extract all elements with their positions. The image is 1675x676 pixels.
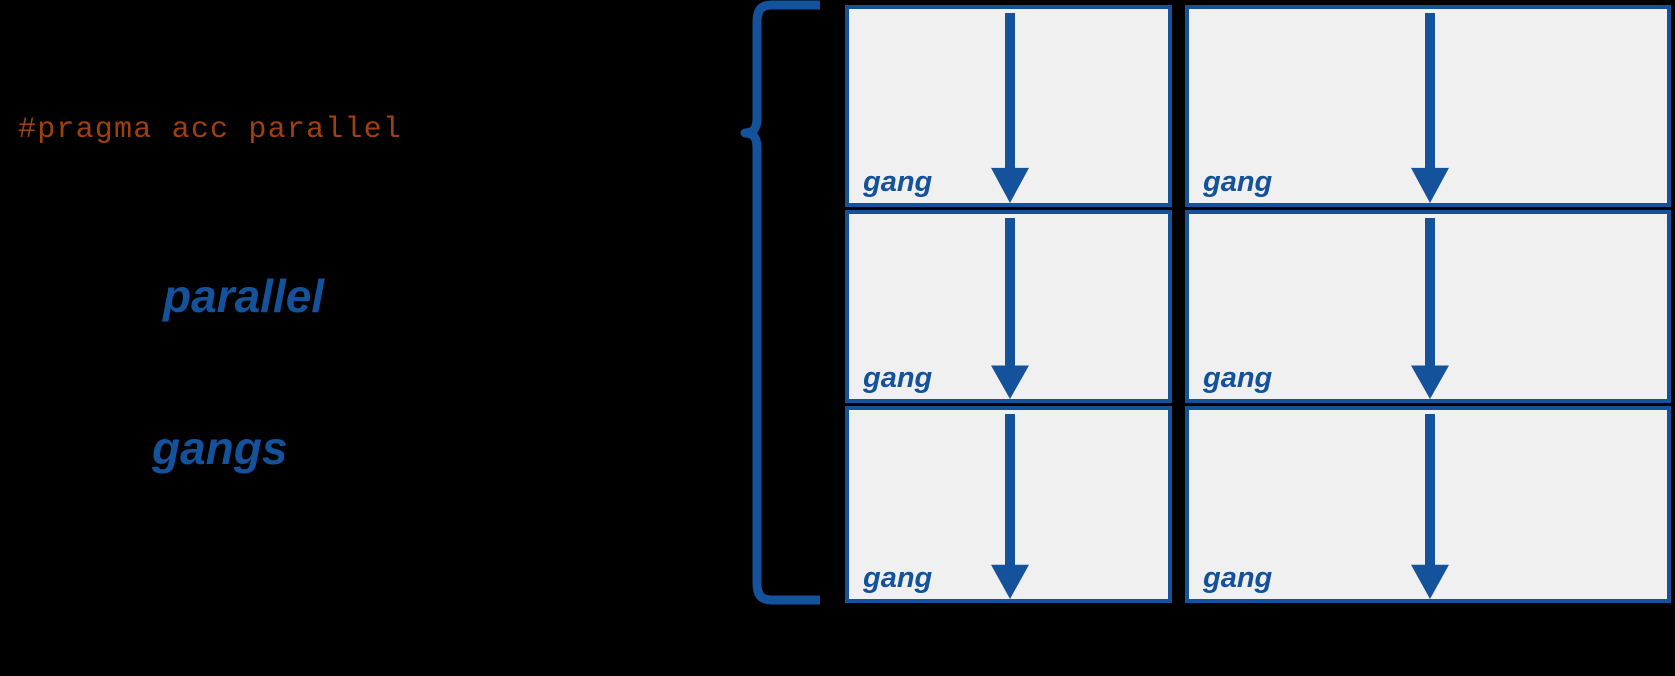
- grid-gap-horizontal: [845, 403, 1172, 406]
- grid-gap-corner: [1172, 403, 1185, 406]
- down-arrow-icon: [1409, 218, 1451, 399]
- gang-label: gang: [1203, 561, 1273, 594]
- down-arrow-icon: [1409, 13, 1451, 203]
- down-arrow-icon: [989, 13, 1031, 203]
- gang-box[interactable]: gang: [845, 406, 1172, 603]
- grid-gap-horizontal: [1185, 207, 1671, 210]
- annotation-parallel: parallel: [163, 270, 325, 322]
- gang-box[interactable]: gang: [1185, 210, 1671, 403]
- gang-label: gang: [863, 361, 933, 394]
- pragma-directive-text: #pragma acc parallel: [18, 113, 403, 147]
- grid-gap-vertical: [1172, 406, 1185, 603]
- gang-box[interactable]: gang: [845, 210, 1172, 403]
- gang-label: gang: [1203, 165, 1273, 198]
- gang-label: gang: [863, 561, 933, 594]
- annotation-gangs: gangs: [152, 422, 288, 474]
- down-arrow-icon: [1409, 414, 1451, 599]
- gang-label: gang: [863, 165, 933, 198]
- grid-gap-corner: [1172, 207, 1185, 210]
- gang-box[interactable]: gang: [1185, 5, 1671, 207]
- grid-gap-horizontal: [845, 207, 1172, 210]
- grid-gap-vertical: [1172, 5, 1185, 207]
- left-curly-brace-icon: [740, 0, 820, 605]
- gang-box[interactable]: gang: [845, 5, 1172, 207]
- down-arrow-icon: [989, 414, 1031, 599]
- gang-box[interactable]: gang: [1185, 406, 1671, 603]
- down-arrow-icon: [989, 218, 1031, 399]
- gang-grid: gang gang gang: [845, 5, 1671, 603]
- grid-gap-vertical: [1172, 210, 1185, 403]
- gang-label: gang: [1203, 361, 1273, 394]
- grid-gap-horizontal: [1185, 403, 1671, 406]
